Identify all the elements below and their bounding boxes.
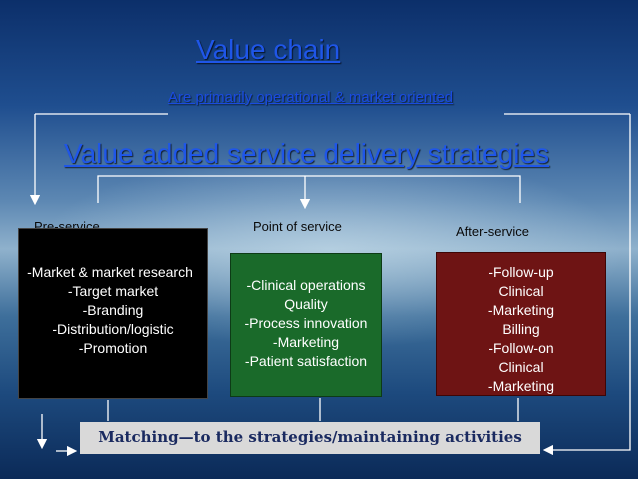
list-item: Billing bbox=[437, 320, 605, 339]
after-service-list: -Follow-up Clinical -Marketing Billing -… bbox=[437, 263, 605, 396]
list-item: -Distribution/logistic bbox=[19, 320, 207, 339]
branch-line bbox=[98, 176, 520, 203]
list-item: -Clinical operations bbox=[231, 276, 381, 295]
list-item: Quality bbox=[231, 295, 381, 314]
list-item: -Marketing bbox=[437, 377, 605, 396]
list-item: -Target market bbox=[19, 282, 207, 301]
list-item: -Follow-on bbox=[437, 339, 605, 358]
list-item: Clinical bbox=[437, 358, 605, 377]
after-service-label: After-service bbox=[456, 224, 529, 239]
pre-service-list: -Market & market research -Target market… bbox=[19, 263, 207, 358]
list-item: -Marketing bbox=[231, 333, 381, 352]
slide-title: Value chain bbox=[196, 34, 340, 66]
point-of-service-box: -Clinical operations Quality -Process in… bbox=[230, 253, 382, 397]
point-of-service-label: Point of service bbox=[253, 219, 342, 234]
list-item: -Marketing bbox=[437, 301, 605, 320]
list-item: -Promotion bbox=[19, 339, 207, 358]
list-item: -Follow-up bbox=[437, 263, 605, 282]
list-item: -Process innovation bbox=[231, 314, 381, 333]
matching-banner: Matching—to the strategies/maintaining a… bbox=[80, 422, 540, 454]
list-item: Clinical bbox=[437, 282, 605, 301]
slide-subtitle: Are primarily operational & market orien… bbox=[168, 89, 453, 106]
list-item: -Branding bbox=[19, 301, 207, 320]
pre-service-box: -Market & market research -Target market… bbox=[18, 228, 208, 399]
list-item: -Market & market research bbox=[13, 263, 207, 282]
point-of-service-list: -Clinical operations Quality -Process in… bbox=[231, 276, 381, 371]
list-item: -Patient satisfaction bbox=[231, 352, 381, 371]
strategies-heading: Value added service delivery strategies bbox=[64, 138, 549, 170]
after-service-box: -Follow-up Clinical -Marketing Billing -… bbox=[436, 252, 606, 396]
